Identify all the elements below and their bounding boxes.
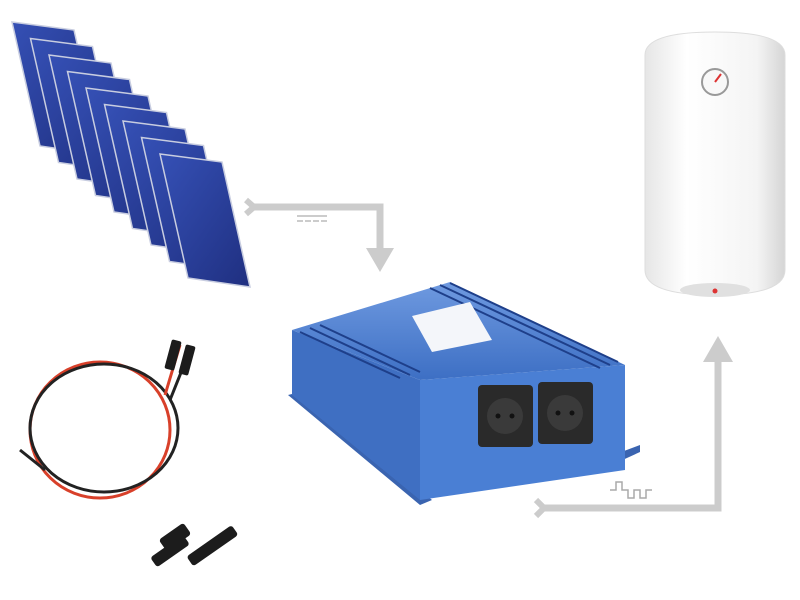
inverter-icon — [288, 282, 640, 505]
connector-icon — [151, 339, 238, 567]
solar-panel — [159, 153, 251, 288]
solar-panel-icon — [11, 21, 251, 288]
ac-flow-arrow — [533, 355, 722, 519]
boiler-icon — [644, 31, 786, 297]
arrowhead-up-icon — [703, 336, 733, 362]
cable-icon — [19, 344, 192, 500]
dc-flow-arrow — [244, 197, 384, 258]
ac-square-wave-icon — [610, 481, 652, 499]
dc-symbol-icon — [297, 215, 327, 222]
arrowhead-down-icon — [366, 248, 394, 272]
